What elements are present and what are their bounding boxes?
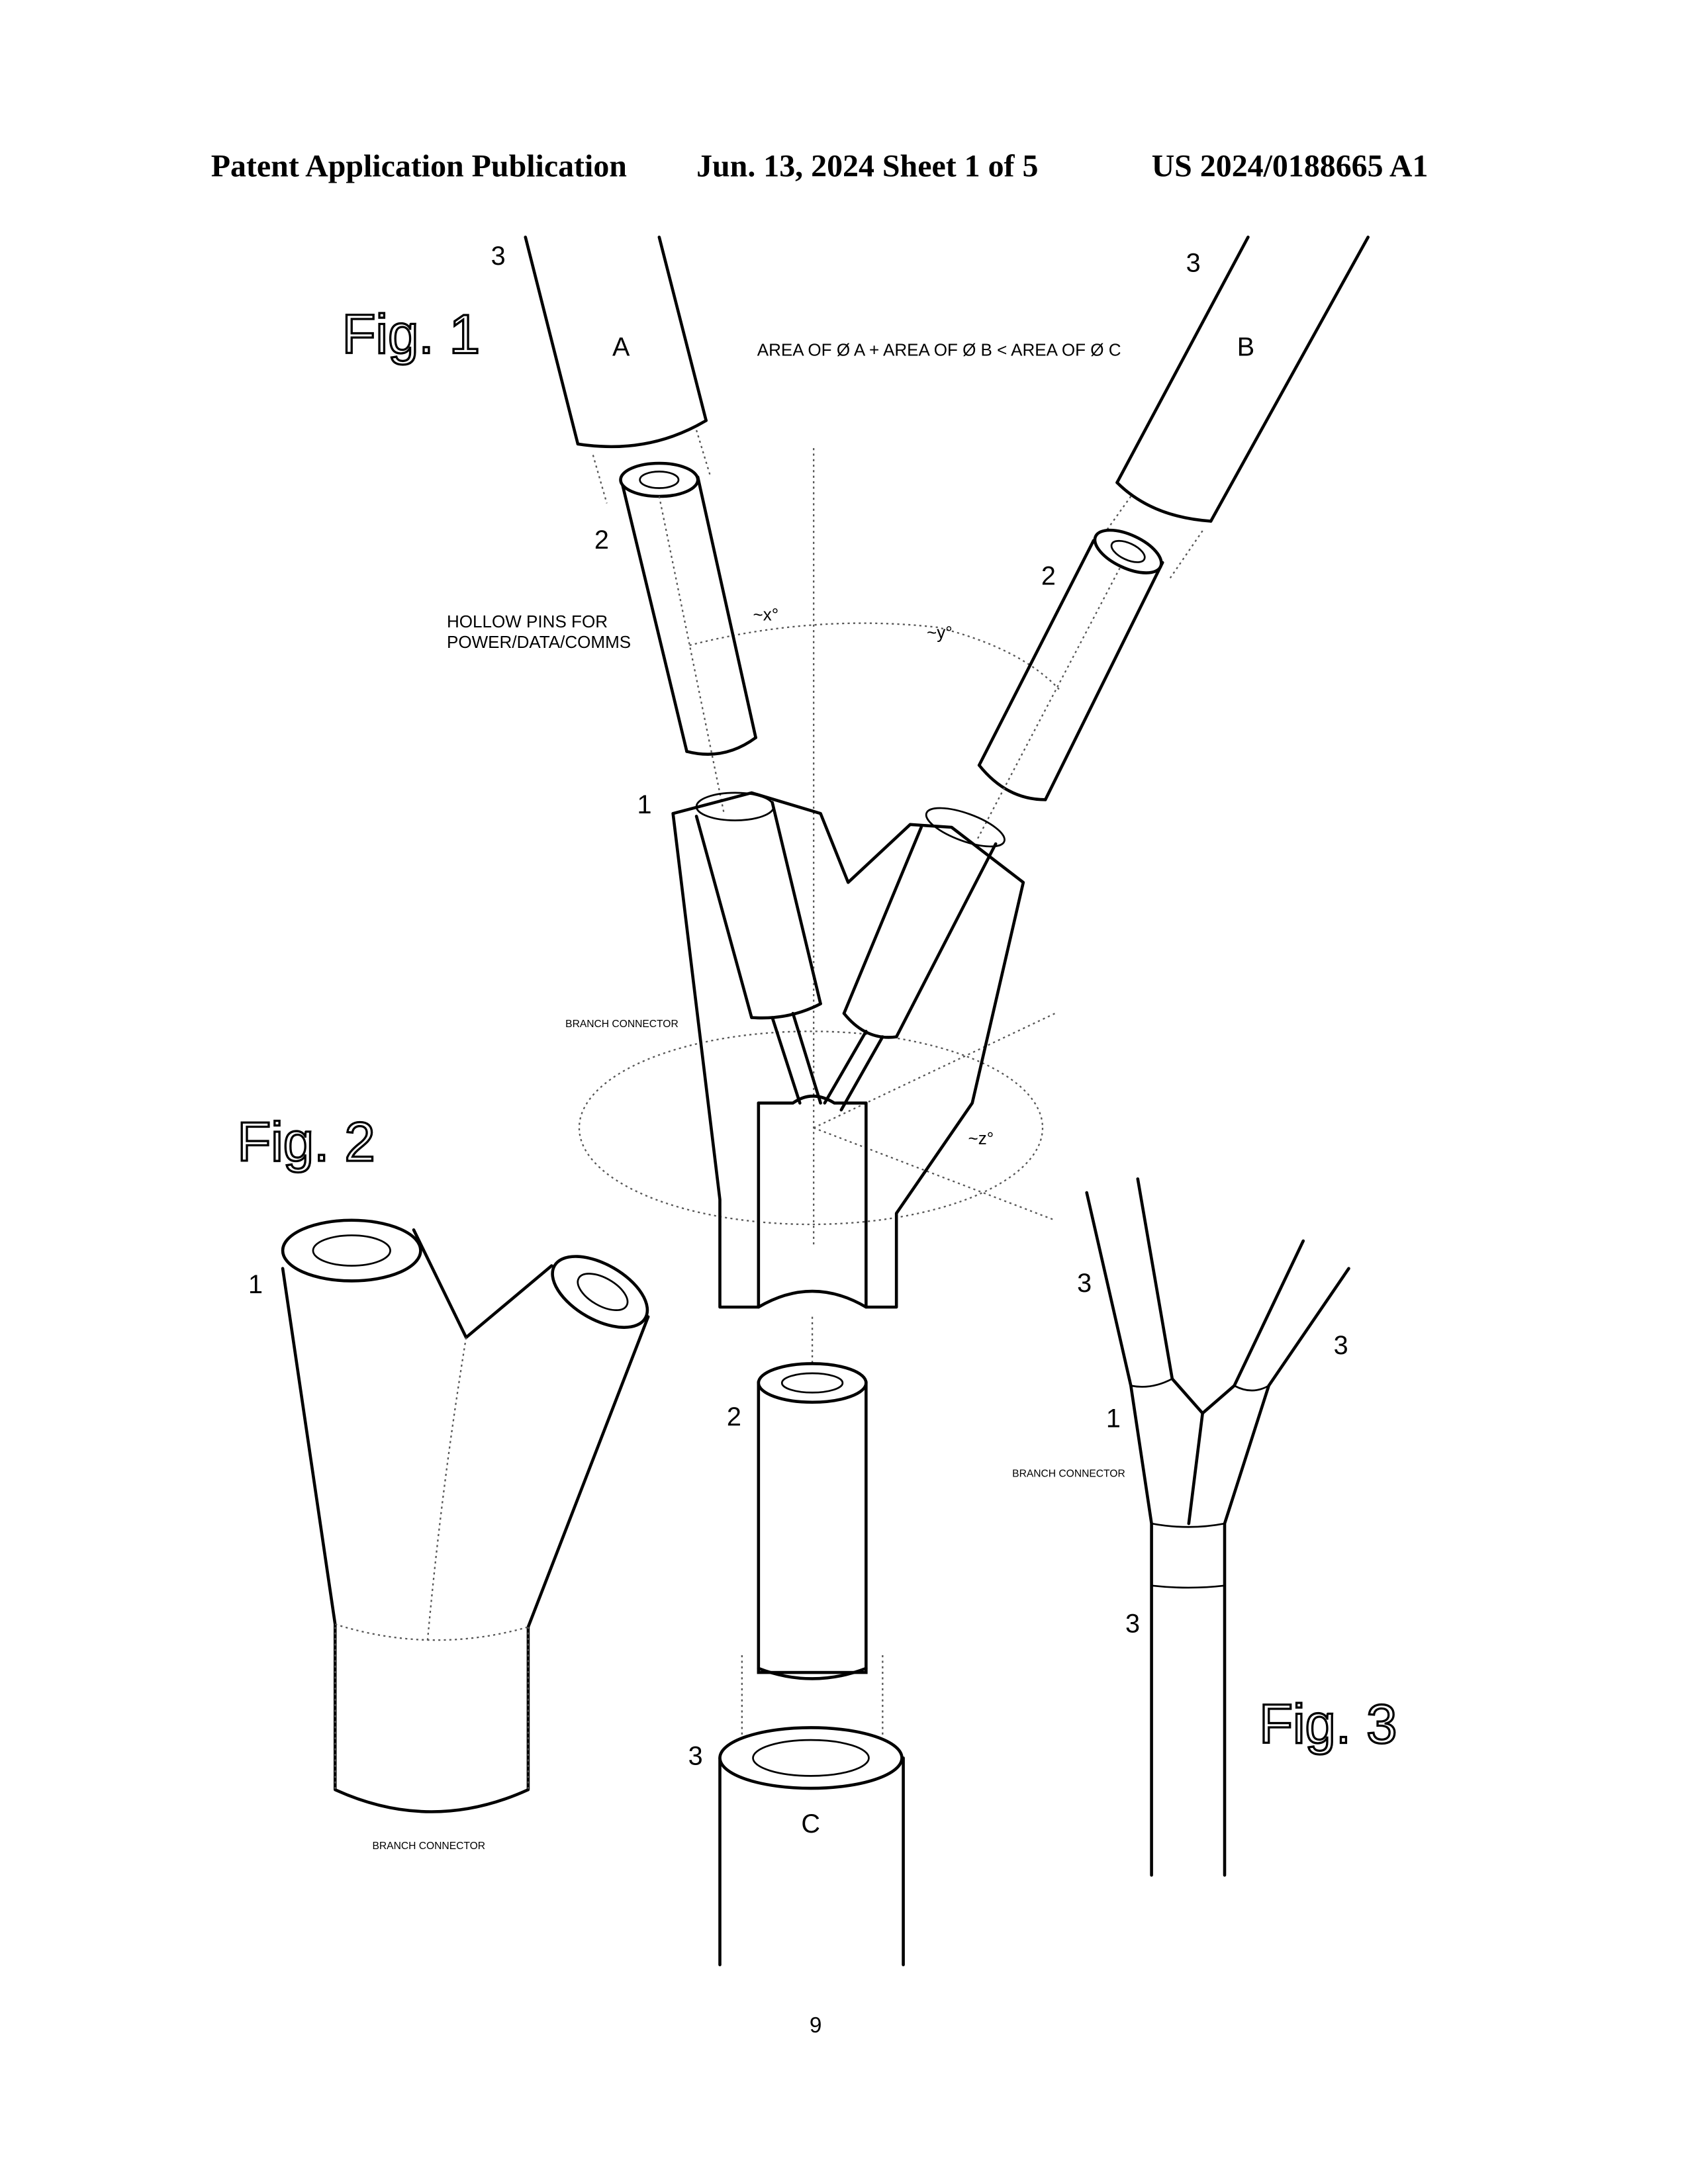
pin-bottom	[741, 1362, 884, 1751]
fig3-connector-ref: 1	[1106, 1404, 1121, 1433]
cable-a	[524, 236, 712, 504]
fig2-connector-ref: 1	[248, 1270, 263, 1299]
fig2-label: Fig. 2	[237, 1111, 375, 1173]
cable-c	[718, 1726, 905, 1967]
pin-left-ref: 2	[594, 525, 609, 555]
cable-b-ref: 3	[1186, 248, 1201, 277]
fig1-label: Fig. 1	[342, 303, 480, 365]
cable-b-label: B	[1237, 333, 1254, 362]
fig3-cable-right-ref: 3	[1334, 1331, 1348, 1360]
fig3-label: Fig. 3	[1259, 1693, 1397, 1754]
pins-label-line2: POWER/DATA/COMMS	[447, 632, 631, 652]
publication-title: Patent Application Publication	[211, 149, 627, 184]
pin-right	[975, 528, 1164, 842]
cable-c-label: C	[801, 1809, 820, 1839]
z-axis-line	[813, 1013, 1056, 1129]
fig3-cable-left-ref: 3	[1077, 1269, 1092, 1298]
cable-c-ref: 3	[688, 1742, 703, 1771]
fig3-drawing	[1085, 1177, 1350, 1877]
date-sheet: Jun. 13, 2024 Sheet 1 of 5	[696, 149, 1038, 184]
angle-y-label: ~y°	[927, 623, 953, 643]
fig2-connector-label: BRANCH CONNECTOR	[373, 1841, 486, 1852]
cable-b	[1096, 236, 1370, 580]
branch-connector-fig1	[671, 791, 1025, 1379]
pin-right-ref: 2	[1041, 561, 1056, 590]
z-axis-line-2	[813, 1127, 1056, 1221]
fig1-drawing: 3 A 3 B AREA OF Ø A + AREA OF Ø B < AREA…	[447, 236, 1370, 1967]
fig3-connector-label: BRANCH CONNECTOR	[1012, 1468, 1125, 1479]
connector-label: BRANCH CONNECTOR	[565, 1019, 679, 1030]
angle-x-label: ~x°	[753, 604, 779, 624]
page-number: 9	[810, 2013, 822, 2038]
fig2-drawing	[281, 1218, 650, 1813]
fig3-cable-bottom-ref: 3	[1125, 1610, 1140, 1639]
rotation-ellipse	[578, 1030, 1044, 1226]
publication-number: US 2024/0188665 A1	[1152, 149, 1429, 184]
connector-ref: 1	[637, 790, 652, 819]
pins-label-line1: HOLLOW PINS FOR	[447, 612, 608, 631]
pin-left	[619, 461, 757, 814]
angle-z-label: ~z°	[968, 1128, 994, 1148]
cable-a-label: A	[612, 333, 630, 362]
area-formula: AREA OF Ø A + AREA OF Ø B < AREA OF Ø C	[757, 340, 1121, 360]
angle-arc-xy	[689, 622, 1060, 690]
cable-a-ref: 3	[491, 242, 506, 271]
pin-bottom-ref: 2	[727, 1402, 741, 1432]
